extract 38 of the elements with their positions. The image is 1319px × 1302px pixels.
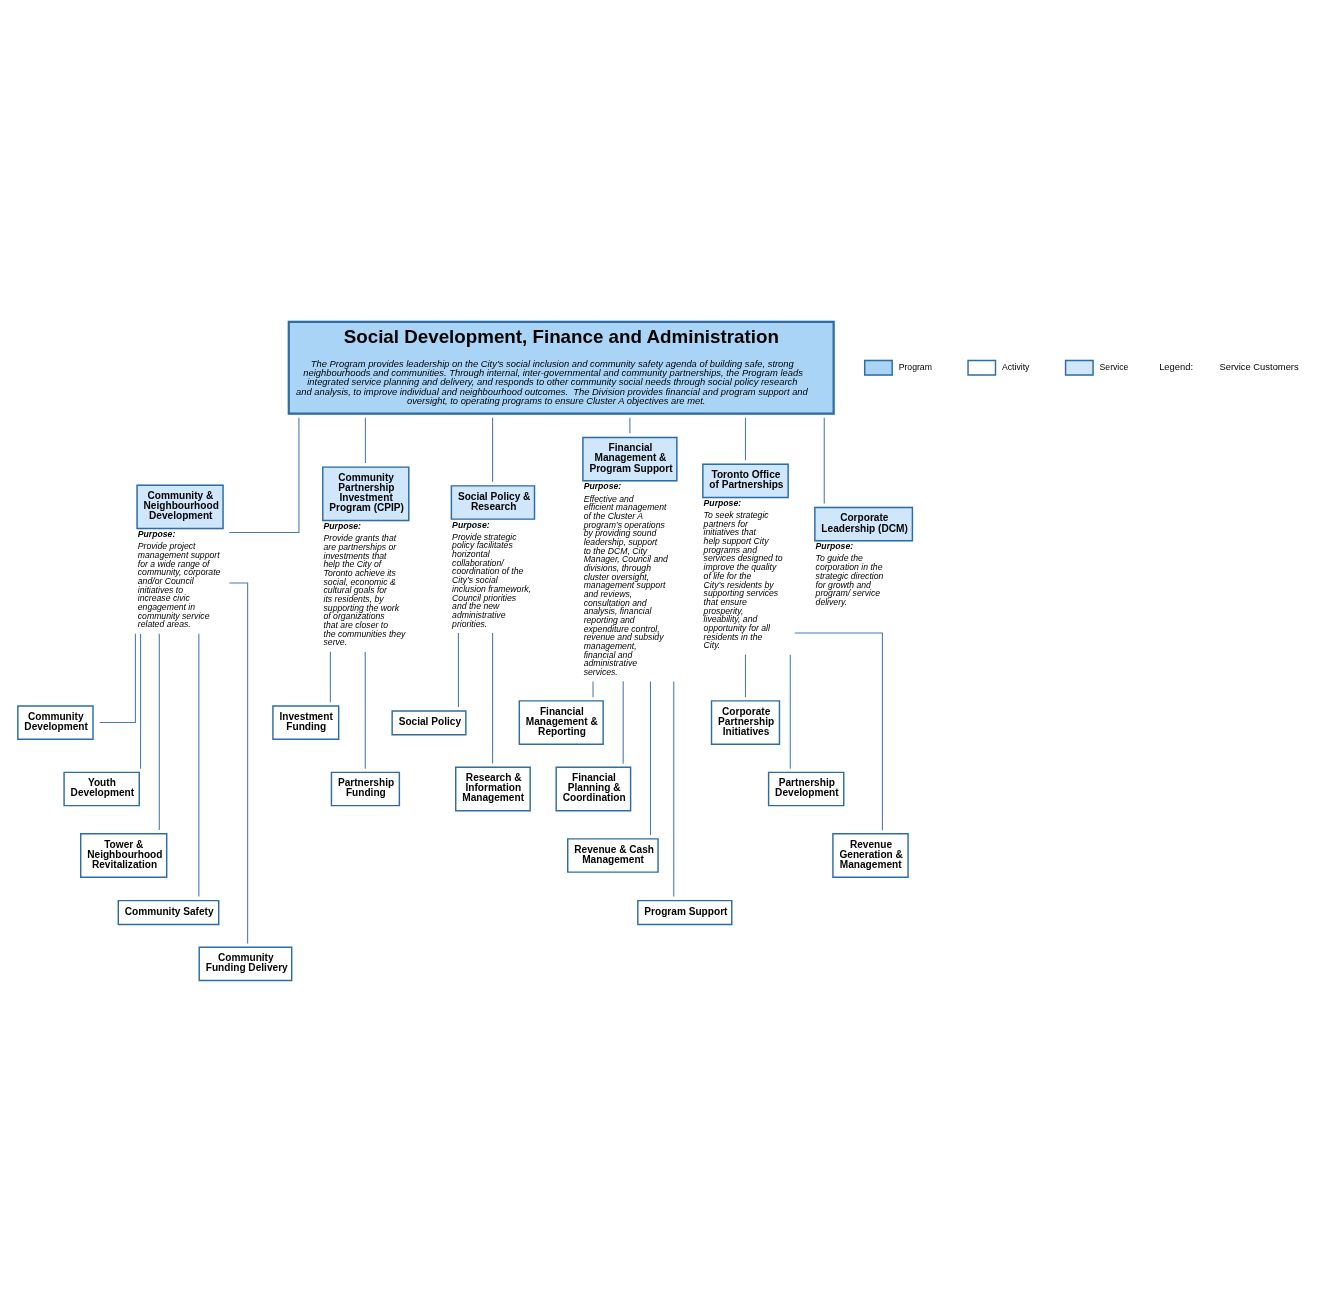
node-label: To seek strategic partners for initiatives that help support City programs and services designed to improve the quality of life for the City’s residents by supporting services that ensure prosperity, liveability, and opportunity for all residents in the City. <box>703 510 783 651</box>
connector <box>794 632 883 831</box>
node-label: Provide strategic policy facilitates horizontal collaboration/ coordination of the City’s social inclusion framework, Council priorities and the new administrative priorities. <box>452 531 532 629</box>
connector <box>622 680 624 765</box>
node-label: Purpose: <box>323 520 362 531</box>
node-label: To guide the corporation in the strategic direction for growth and program/ service delivery. <box>815 553 884 607</box>
node-label: Purpose: <box>137 528 176 539</box>
node-label: Purpose: <box>452 519 490 530</box>
connector <box>364 417 366 464</box>
connector <box>789 654 791 770</box>
connector <box>649 680 651 836</box>
connector <box>744 417 747 461</box>
node-label: Purpose: <box>815 541 854 552</box>
connector <box>329 651 331 703</box>
connector <box>228 417 300 534</box>
connector <box>198 633 200 897</box>
label: Legend: <box>1159 361 1194 373</box>
connector <box>492 632 494 764</box>
label: Service Customers <box>1219 361 1299 373</box>
connector <box>140 633 142 770</box>
connector <box>744 654 747 698</box>
connector <box>364 651 366 770</box>
legend-label: Activity <box>1002 361 1030 372</box>
connector <box>457 632 459 708</box>
connector <box>823 417 825 504</box>
connector <box>492 417 494 483</box>
node-label: Purpose: <box>703 497 742 508</box>
node-label: Effective and efficient management of the Cluster A program’s operations by providing sound leadership, support to the DCM, City Manager, Council and divisions, through cluster oversight, management support and reviews, consultation and analysis, financial reporting and expenditure control, revenue and subsidy management, financial and administrative services. <box>583 493 668 677</box>
connector <box>673 680 675 898</box>
connector <box>99 633 136 724</box>
legend-label: Service <box>1099 361 1129 372</box>
connector <box>629 417 631 434</box>
node-label: Provide project management support for a wide range of community, corporate and/or Council initiatives to increase civic engagement in community service related areas. <box>137 541 221 630</box>
connector <box>158 633 160 831</box>
node-label: Purpose: <box>583 481 622 492</box>
legend-label: Program <box>898 361 932 372</box>
connector <box>592 680 594 698</box>
node-label: Provide grants that are partnerships or investments that help the City of Toronto achieve its social, economic & cultural goals for its residents, by supporting the work of organizations that are closer to the communities they serve. <box>323 533 406 648</box>
